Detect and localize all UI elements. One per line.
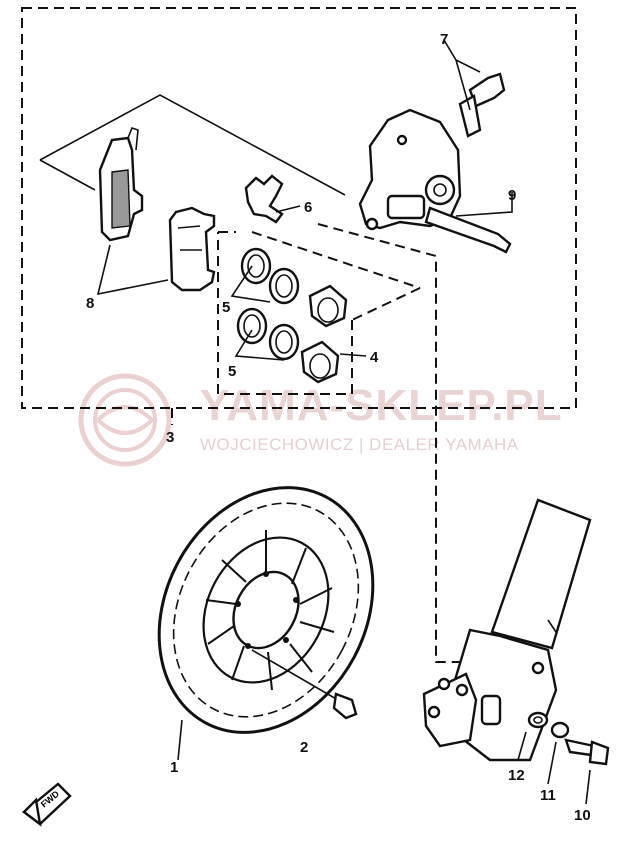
axle-bolt — [564, 738, 610, 805]
brake-disc — [157, 486, 375, 734]
bleed-screw — [443, 39, 506, 138]
seal-kit-frame — [217, 231, 421, 395]
callout-leaders — [96, 205, 367, 761]
pad-pin — [424, 192, 513, 254]
caliper-body — [358, 108, 462, 231]
lock-washer — [547, 721, 570, 785]
callout-9: 9 — [508, 187, 516, 204]
forward-direction-arrow: FWD — [22, 782, 72, 827]
callout-12: 12 — [508, 767, 525, 784]
pad-frame-line — [39, 94, 346, 196]
callout-10: 10 — [574, 807, 591, 824]
callout-6: 6 — [304, 199, 312, 216]
disc-bolt — [251, 649, 358, 720]
callout-3: 3 — [166, 429, 174, 446]
piston-seals — [236, 247, 300, 361]
watermark: YAMA-SKLEP.PL WOJCIECHOWICZ | DEALER YAM… — [78, 373, 563, 467]
axle-washer — [517, 711, 549, 761]
caliper-mount-guide — [317, 223, 462, 663]
front-fork-leg — [422, 498, 592, 762]
brake-pad-left — [98, 127, 144, 242]
brake-pad-right — [168, 206, 216, 292]
watermark-brand: YAMA-SKLEP.PL — [200, 381, 563, 430]
callout-8: 8 — [86, 295, 94, 312]
pad-spring — [244, 174, 284, 224]
caliper-pistons — [300, 284, 348, 384]
callout-5b: 5 — [228, 363, 236, 380]
callout-7: 7 — [440, 31, 448, 48]
callout-11: 11 — [540, 787, 556, 804]
caliper-assembly-frame — [21, 7, 577, 409]
watermark-dealer: WOJCIECHOWICZ | DEALER YAMAHA — [200, 435, 519, 454]
callout-1: 1 — [170, 759, 178, 776]
callout-2: 2 — [300, 739, 308, 756]
callout-4: 4 — [370, 349, 379, 366]
callout-5a: 5 — [222, 299, 230, 316]
